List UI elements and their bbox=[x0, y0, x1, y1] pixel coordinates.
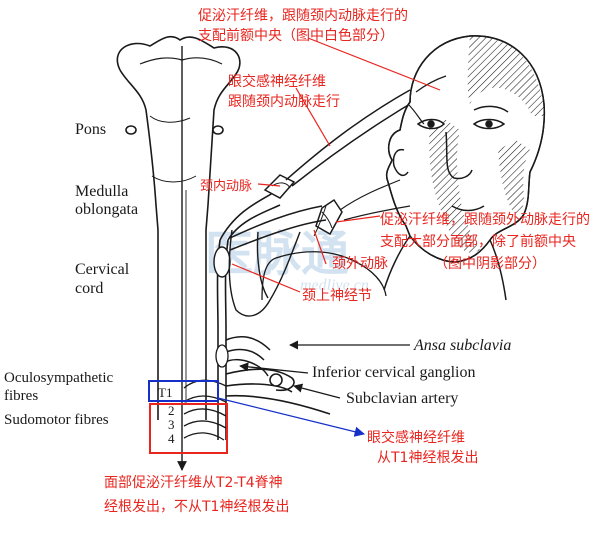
note-top-line1: 促泌汗纤维，跟随颈内动脉走行的 bbox=[198, 8, 408, 24]
note-t1-line1: 眼交感神经纤维 bbox=[367, 429, 465, 446]
note-right-line2: 支配大部分面部，除了前额中央 bbox=[380, 233, 576, 250]
note-bottom-line1: 面部促泌汗纤维从T2-T4脊神 bbox=[104, 475, 283, 491]
label-cervical-line1: Cervical bbox=[75, 261, 130, 278]
note-bottom-line2: 经根发出，不从T1神经根发出 bbox=[104, 499, 289, 515]
label-t4: 4 bbox=[168, 431, 175, 446]
note-oculo-line2: 跟随颈内动脉走行 bbox=[228, 94, 340, 110]
label-oculosympathetic-line2: fibres bbox=[4, 388, 38, 404]
label-sudomotor: Sudomotor fibres bbox=[4, 412, 109, 428]
note-t1-line2: 从T1神经根发出 bbox=[377, 450, 478, 466]
label-ansa-subclavia: Ansa subclavia bbox=[413, 337, 511, 354]
label-pons: Pons bbox=[75, 121, 106, 138]
superior-cervical-ganglion bbox=[214, 247, 230, 277]
spinal-roots bbox=[184, 380, 226, 440]
label-superior-cervical-ganglion: 颈上神经节 bbox=[302, 288, 372, 304]
label-external-carotid: 颈外动脉 bbox=[332, 256, 388, 272]
label-medulla-line1: Medulla bbox=[75, 183, 128, 200]
note-right-line3: （图中阴影部分） bbox=[434, 256, 546, 272]
label-inferior-cervical-ganglion: Inferior cervical ganglion bbox=[312, 364, 475, 381]
label-t2: 2 bbox=[168, 403, 175, 418]
label-internal-carotid: 颈内动脉 bbox=[200, 178, 252, 194]
label-cervical-line2: cord bbox=[75, 280, 103, 297]
label-medulla-line2: oblongata bbox=[75, 201, 138, 218]
note-oculo-line1: 眼交感神经纤维 bbox=[228, 73, 326, 90]
label-t1: T1 bbox=[158, 385, 172, 400]
inferior-cervical-ganglion bbox=[216, 345, 228, 367]
note-right-line1: 促泌汗纤维，跟随颈外动脉走行的 bbox=[380, 212, 590, 228]
label-t3: 3 bbox=[168, 417, 175, 432]
note-top-line2: 支配前额中央（图中白色部分） bbox=[198, 27, 394, 44]
label-oculosympathetic-line1: Oculosympathetic bbox=[4, 370, 113, 386]
label-subclavian-artery: Subclavian artery bbox=[346, 390, 458, 407]
